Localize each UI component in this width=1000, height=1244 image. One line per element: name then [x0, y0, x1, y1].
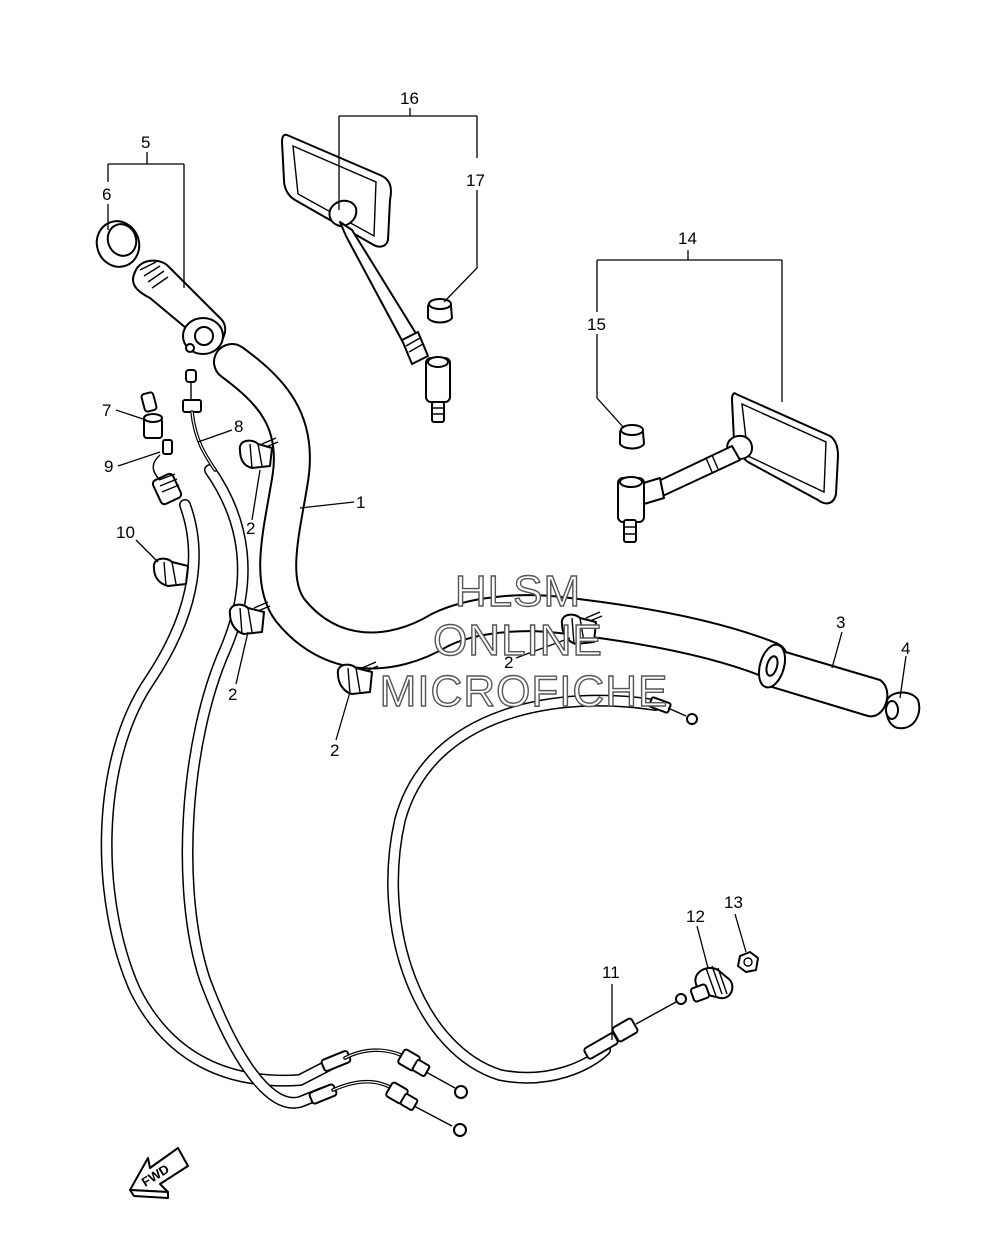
- callout-3: 3: [836, 613, 845, 632]
- throttle-cables: [100, 464, 661, 1109]
- adjuster-12: [689, 965, 734, 1003]
- callout-4: 4: [901, 639, 910, 658]
- part-9-cable-end: [151, 439, 183, 506]
- nut-13: [737, 951, 759, 973]
- right-grip: [757, 643, 889, 718]
- part-7-fitting: [140, 391, 163, 439]
- callout-14: 14: [678, 229, 697, 248]
- callout-2: 2: [504, 653, 513, 672]
- callout-13: 13: [724, 893, 743, 912]
- bar-end-weight: [885, 691, 921, 730]
- cable-11-adjuster: [583, 993, 687, 1060]
- cable-clamp-4: [560, 611, 603, 645]
- cable-clamp-1: [238, 437, 279, 469]
- left-grip-ring: [95, 220, 141, 268]
- callout-labels: 1 2 2 2 2 3 4 5 6 7 8 9 10 11 12 13 14 1…: [102, 89, 910, 982]
- callout-15: 15: [587, 315, 606, 334]
- forward-direction-arrow: FWD: [129, 1147, 189, 1199]
- callout-6: 6: [102, 185, 111, 204]
- throttle-grip: [131, 259, 227, 355]
- callout-2: 2: [228, 685, 237, 704]
- cable-clamp-3: [336, 661, 379, 695]
- callout-11: 11: [602, 963, 620, 982]
- callout-17: 17: [466, 171, 485, 190]
- callout-12: 12: [686, 907, 705, 926]
- callout-2: 2: [330, 741, 339, 760]
- cable-fitting-lower: [308, 1079, 467, 1137]
- callout-2: 2: [246, 519, 255, 538]
- leader-lines: [107, 108, 907, 1040]
- watermark: HLSM ONLINE MICROFICHE: [379, 566, 669, 716]
- callout-16: 16: [400, 89, 419, 108]
- watermark-line-3: MICROFICHE: [380, 667, 669, 716]
- callout-5: 5: [141, 133, 150, 152]
- cable-clamp-10: [152, 557, 189, 587]
- cable-clamp-2: [228, 601, 271, 635]
- callout-8: 8: [234, 417, 243, 436]
- watermark-line-1: HLSM: [455, 567, 581, 616]
- callout-1: 1: [356, 493, 365, 512]
- right-mirror: [617, 392, 839, 543]
- cable-end-upper-right: [648, 696, 698, 725]
- cable-fitting-upper: [320, 1048, 468, 1099]
- right-mirror-cap: [619, 424, 645, 450]
- callout-9: 9: [104, 457, 113, 476]
- part-8-cable-end: [182, 369, 217, 472]
- left-mirror-cap: [427, 298, 453, 324]
- callout-7: 7: [102, 401, 111, 420]
- watermark-line-2: ONLINE: [433, 616, 603, 665]
- left-mirror: [281, 133, 451, 423]
- handlebar: [213, 343, 789, 679]
- callout-10: 10: [116, 523, 135, 542]
